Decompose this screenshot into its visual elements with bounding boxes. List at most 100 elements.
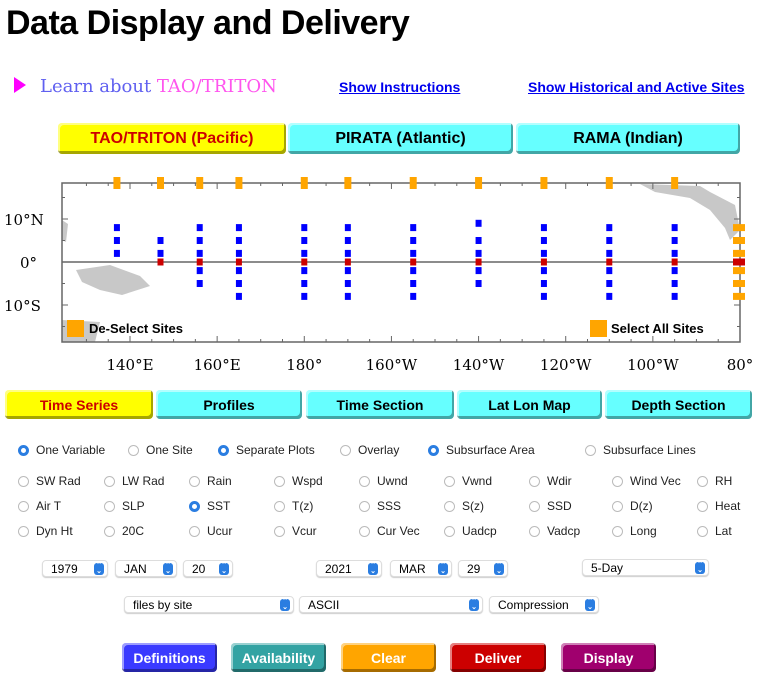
- site-marker[interactable]: [540, 267, 547, 275]
- site-marker[interactable]: [671, 249, 678, 257]
- site-marker[interactable]: [113, 237, 120, 244]
- site-marker[interactable]: [196, 237, 203, 244]
- site-marker[interactable]: [301, 292, 308, 300]
- tab-lat-lon-map[interactable]: Lat Lon Map: [457, 390, 602, 419]
- variable-radio-d-z[interactable]: D(z): [612, 499, 653, 513]
- variable-radio-sw-rad[interactable]: SW Rad: [18, 474, 81, 488]
- radio-circle-icon[interactable]: [697, 525, 708, 537]
- variable-radio-wdir[interactable]: Wdir: [529, 474, 572, 488]
- site-marker[interactable]: [301, 267, 308, 275]
- site-marker[interactable]: [671, 280, 678, 287]
- radio-circle-icon[interactable]: [189, 500, 200, 512]
- site-marker[interactable]: [344, 267, 351, 275]
- site-marker[interactable]: [410, 249, 417, 257]
- equator-site-marker[interactable]: [157, 258, 164, 266]
- site-marker[interactable]: [196, 280, 203, 287]
- site-marker[interactable]: [671, 224, 678, 232]
- radio-circle-icon[interactable]: [18, 500, 29, 512]
- start-year-select[interactable]: 1979⌃⌄: [42, 560, 108, 577]
- variable-radio-rain[interactable]: Rain: [189, 474, 232, 488]
- site-marker[interactable]: [235, 249, 242, 257]
- variable-radio-lw-rad[interactable]: LW Rad: [104, 474, 164, 488]
- radio-circle-icon[interactable]: [340, 444, 351, 456]
- column-select-button[interactable]: [344, 177, 352, 189]
- site-marker[interactable]: [301, 249, 308, 257]
- variable-radio-20c[interactable]: 20C: [104, 524, 144, 538]
- variable-radio-uwnd[interactable]: Uwnd: [359, 474, 408, 488]
- learn-about-link[interactable]: Learn about TAO/TRITON: [14, 76, 277, 97]
- radio-circle-icon[interactable]: [444, 500, 455, 512]
- radio-circle-icon[interactable]: [612, 525, 623, 537]
- tab-depth-section[interactable]: Depth Section: [605, 390, 752, 419]
- site-marker[interactable]: [410, 292, 417, 300]
- variable-radio-rh[interactable]: RH: [697, 474, 732, 488]
- site-marker[interactable]: [540, 249, 547, 257]
- variable-radio-s-z[interactable]: S(z): [444, 499, 484, 513]
- radio-circle-icon[interactable]: [18, 525, 29, 537]
- site-marker[interactable]: [410, 280, 417, 287]
- variable-radio-dyn-ht[interactable]: Dyn Ht: [18, 524, 73, 538]
- site-marker[interactable]: [540, 224, 547, 232]
- variable-radio-slp[interactable]: SLP: [104, 499, 145, 513]
- site-marker[interactable]: [235, 224, 242, 232]
- variable-radio-wspd[interactable]: Wspd: [274, 474, 323, 488]
- variable-radio-ucur[interactable]: Ucur: [189, 524, 232, 538]
- radio-circle-icon[interactable]: [359, 525, 370, 537]
- radio-circle-icon[interactable]: [128, 444, 139, 456]
- site-marker[interactable]: [235, 280, 242, 287]
- site-marker[interactable]: [671, 292, 678, 300]
- radio-circle-icon[interactable]: [189, 475, 200, 487]
- site-marker[interactable]: [301, 280, 308, 287]
- site-marker[interactable]: [475, 280, 482, 287]
- site-marker[interactable]: [671, 237, 678, 244]
- site-marker[interactable]: [540, 237, 547, 244]
- radio-circle-icon[interactable]: [585, 444, 596, 456]
- tab-time-series[interactable]: Time Series: [5, 390, 153, 419]
- site-marker[interactable]: [344, 237, 351, 244]
- site-marker[interactable]: [235, 292, 242, 300]
- site-marker[interactable]: [475, 249, 482, 257]
- site-marker[interactable]: [606, 249, 613, 257]
- radio-circle-icon[interactable]: [18, 444, 29, 456]
- radio-subsurface-area[interactable]: Subsurface Area: [428, 443, 535, 457]
- radio-circle-icon[interactable]: [529, 500, 540, 512]
- variable-radio-vcur[interactable]: Vcur: [274, 524, 317, 538]
- network-tab-tao[interactable]: TAO/TRITON (Pacific): [58, 123, 286, 154]
- tab-profiles[interactable]: Profiles: [156, 390, 302, 419]
- radio-circle-icon[interactable]: [274, 475, 285, 487]
- row-select-button[interactable]: [733, 292, 745, 300]
- site-marker[interactable]: [113, 224, 120, 232]
- variable-radio-sss[interactable]: SSS: [359, 499, 401, 513]
- radio-circle-icon[interactable]: [359, 475, 370, 487]
- radio-circle-icon[interactable]: [444, 525, 455, 537]
- column-select-button[interactable]: [300, 177, 308, 189]
- column-select-button[interactable]: [605, 177, 613, 189]
- radio-subsurface-lines[interactable]: Subsurface Lines: [585, 443, 696, 457]
- equator-site-marker[interactable]: [410, 258, 417, 266]
- equator-site-marker[interactable]: [540, 258, 547, 266]
- site-marker[interactable]: [157, 237, 164, 244]
- column-select-button[interactable]: [475, 177, 483, 189]
- show-sites-link[interactable]: Show Historical and Active Sites: [528, 79, 745, 95]
- site-marker[interactable]: [235, 267, 242, 275]
- radio-circle-icon[interactable]: [189, 525, 200, 537]
- radio-circle-icon[interactable]: [104, 500, 115, 512]
- definitions-button[interactable]: Definitions: [122, 643, 217, 672]
- network-tab-rama[interactable]: RAMA (Indian): [516, 123, 740, 154]
- deliver-button[interactable]: Deliver: [450, 643, 546, 672]
- site-marker[interactable]: [606, 267, 613, 275]
- site-marker[interactable]: [475, 219, 482, 227]
- start-day-select[interactable]: 20⌃⌄: [183, 560, 233, 577]
- averaging-select[interactable]: 5-Day⌃⌄: [582, 559, 709, 576]
- radio-circle-icon[interactable]: [274, 525, 285, 537]
- variable-radio-t-z[interactable]: T(z): [274, 499, 313, 513]
- site-marker[interactable]: [475, 267, 482, 275]
- variable-radio-cur-vec[interactable]: Cur Vec: [359, 524, 420, 538]
- equator-site-marker[interactable]: [671, 258, 678, 266]
- site-marker[interactable]: [196, 224, 203, 232]
- site-marker[interactable]: [344, 249, 351, 257]
- radio-circle-icon[interactable]: [697, 475, 708, 487]
- site-marker[interactable]: [606, 237, 613, 244]
- file-organization-select[interactable]: files by site⌃⌄: [124, 596, 294, 613]
